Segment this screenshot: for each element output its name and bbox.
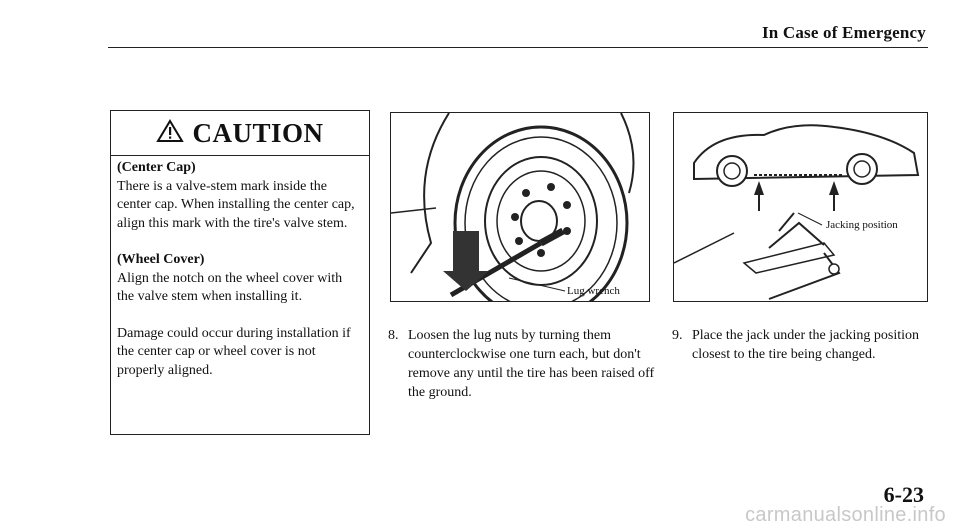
damage-warning-text: Damage could occur during installation i… — [117, 325, 351, 378]
lug-wrench-label: Lug wrench — [567, 285, 620, 297]
wheel-cover-text: Align the notch on the wheel cover with … — [117, 270, 343, 305]
step-number: 9. — [672, 328, 683, 343]
caution-box: CAUTION (Center Cap) There is a valve-st… — [110, 110, 370, 435]
wheel-icon — [391, 113, 635, 301]
caution-body: (Center Cap) There is a valve-stem mark … — [111, 156, 369, 380]
center-cap-text: There is a valve-stem mark inside the ce… — [117, 178, 355, 231]
warning-triangle-icon — [156, 118, 185, 148]
jacking-position-label: Jacking position — [826, 219, 898, 231]
caution-header: CAUTION — [111, 111, 369, 156]
section-title: In Case of Emergency — [761, 23, 926, 42]
header-divider — [108, 47, 928, 48]
watermark: carmanualsonline.info — [745, 504, 946, 526]
car-jack-icon — [674, 124, 920, 300]
wheel-cover-title: (Wheel Cover) — [117, 252, 205, 267]
lug-wrench-illustration: Lug wrench — [390, 112, 650, 302]
center-cap-title: (Center Cap) — [117, 160, 196, 175]
page-number: 6-23 — [883, 482, 924, 507]
jacking-position-illustration: Jacking position — [673, 112, 928, 302]
step-number: 8. — [388, 328, 399, 343]
caution-heading: CAUTION — [192, 117, 324, 148]
step-text: Place the jack under the jacking positio… — [692, 328, 920, 362]
step-8: 8. Loosen the lug nuts by turning them c… — [388, 326, 658, 402]
step-9: 9. Place the jack under the jacking posi… — [672, 326, 937, 364]
step-text: Loosen the lug nuts by turning them coun… — [408, 328, 655, 400]
